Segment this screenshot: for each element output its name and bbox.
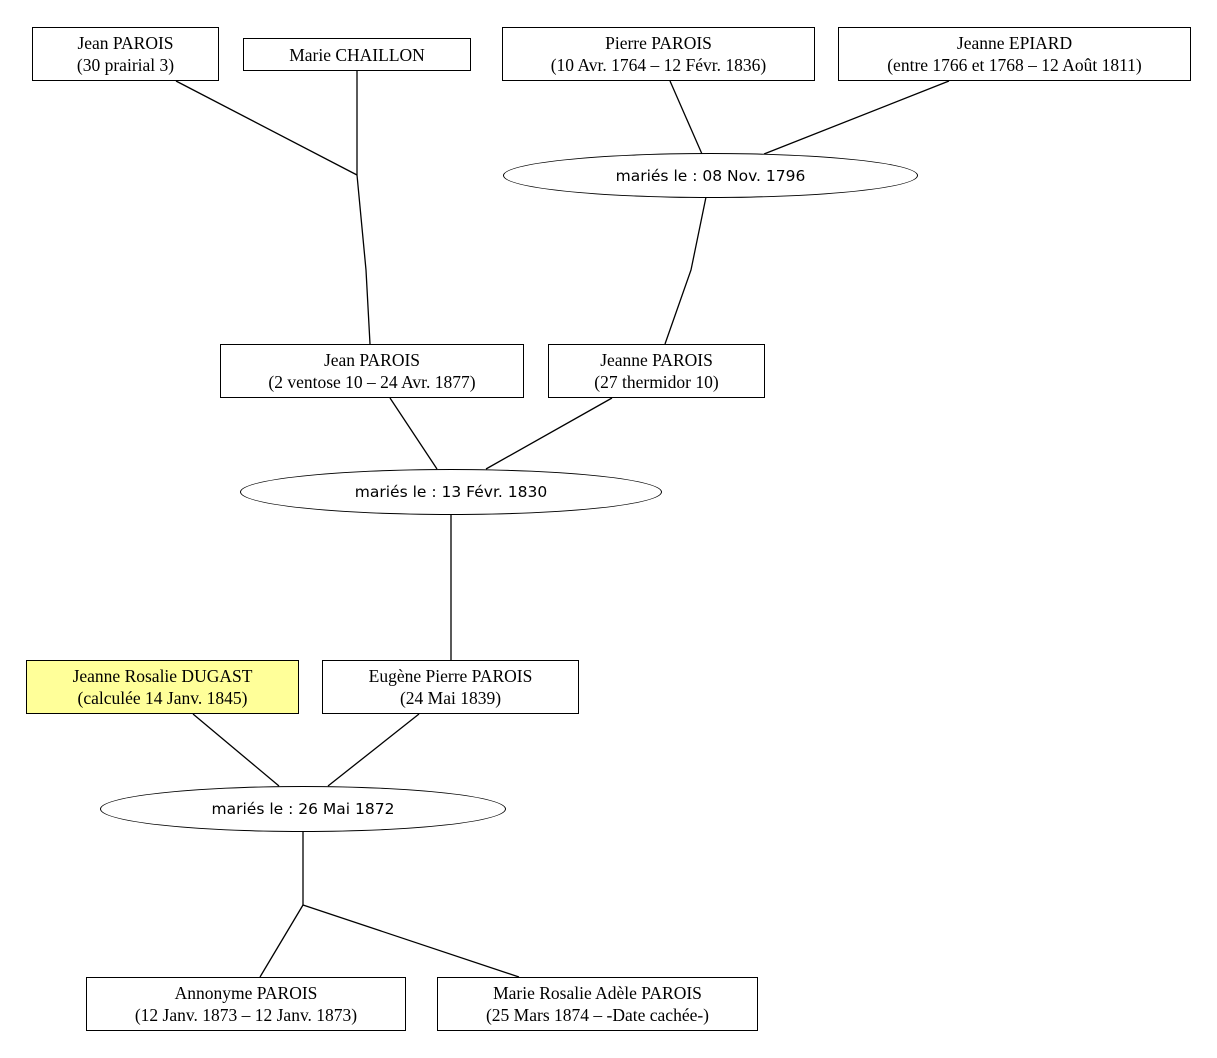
person-name: Jean PAROIS [323,350,421,370]
person-annonyme-parois[interactable]: Annonyme PAROIS (12 Janv. 1873 – 12 Janv… [86,977,406,1031]
person-name: Jeanne PAROIS [600,350,713,370]
edge-eugene-to-m1872 [327,713,420,787]
person-name: Jean PAROIS [77,33,174,53]
person-dates: (24 Mai 1839) [399,688,502,708]
marriage-label: mariés le : 26 Mai 1872 [211,800,395,818]
person-marie-chaillon[interactable]: Marie CHAILLON [243,38,471,71]
person-jean-parois[interactable]: Jean PAROIS (2 ventose 10 – 24 Avr. 1877… [220,344,524,398]
person-jeanne-rosalie-dugast[interactable]: Jeanne Rosalie DUGAST (calculée 14 Janv.… [26,660,299,714]
marriage-1872[interactable]: mariés le : 26 Mai 1872 [100,786,506,832]
person-jean-parois-sr[interactable]: Jean PAROIS (30 prairial 3) [32,27,219,81]
edge-jean-sr-to-junction [175,80,358,176]
person-jeanne-parois[interactable]: Jeanne PAROIS (27 thermidor 10) [548,344,765,398]
person-dates: (entre 1766 et 1768 – 12 Août 1811) [887,55,1142,75]
person-marie-rosalie-adele-parois[interactable]: Marie Rosalie Adèle PAROIS (25 Mars 1874… [437,977,758,1031]
person-jeanne-epiard[interactable]: Jeanne EPIARD (entre 1766 et 1768 – 12 A… [838,27,1191,81]
person-name: Pierre PAROIS [605,33,712,53]
person-dates: (10 Avr. 1764 – 12 Févr. 1836) [550,55,767,75]
edge-junction-to-annonyme [259,904,304,978]
person-name: Jeanne EPIARD [956,33,1073,53]
person-name: Jeanne Rosalie DUGAST [72,666,253,686]
marriage-1796[interactable]: mariés le : 08 Nov. 1796 [503,153,918,198]
person-name: Eugène Pierre PAROIS [368,666,533,686]
edge-m1796-to-jeanne-parois [664,196,707,345]
person-name: Marie CHAILLON [289,44,425,65]
person-dates: (27 thermidor 10) [594,372,719,392]
marriage-1830[interactable]: mariés le : 13 Févr. 1830 [240,469,662,515]
person-pierre-parois[interactable]: Pierre PAROIS (10 Avr. 1764 – 12 Févr. 1… [502,27,815,81]
person-dates: (calculée 14 Janv. 1845) [77,688,248,708]
person-name: Marie Rosalie Adèle PAROIS [493,983,702,1003]
edge-junction-to-marie-rosalie [302,904,520,978]
person-dates: (12 Janv. 1873 – 12 Janv. 1873) [134,1005,358,1025]
person-name: Annonyme PAROIS [174,983,318,1003]
marriage-label: mariés le : 13 Févr. 1830 [354,483,548,501]
edge-jeanne-to-m1830 [485,397,613,470]
edge-epiard-to-m1796 [763,80,950,155]
edge-pierre-to-m1796 [669,80,703,155]
edge-jean-to-m1830 [389,397,438,470]
person-eugene-pierre-parois[interactable]: Eugène Pierre PAROIS (24 Mai 1839) [322,660,579,714]
edge-junction-to-jean-parois [356,174,371,345]
marriage-label: mariés le : 08 Nov. 1796 [615,166,806,185]
person-dates: (2 ventose 10 – 24 Avr. 1877) [268,372,476,392]
person-dates: (30 prairial 3) [76,55,175,75]
edge-dugast-to-m1872 [192,713,280,787]
person-dates: (25 Mars 1874 – -Date cachée-) [485,1005,710,1025]
